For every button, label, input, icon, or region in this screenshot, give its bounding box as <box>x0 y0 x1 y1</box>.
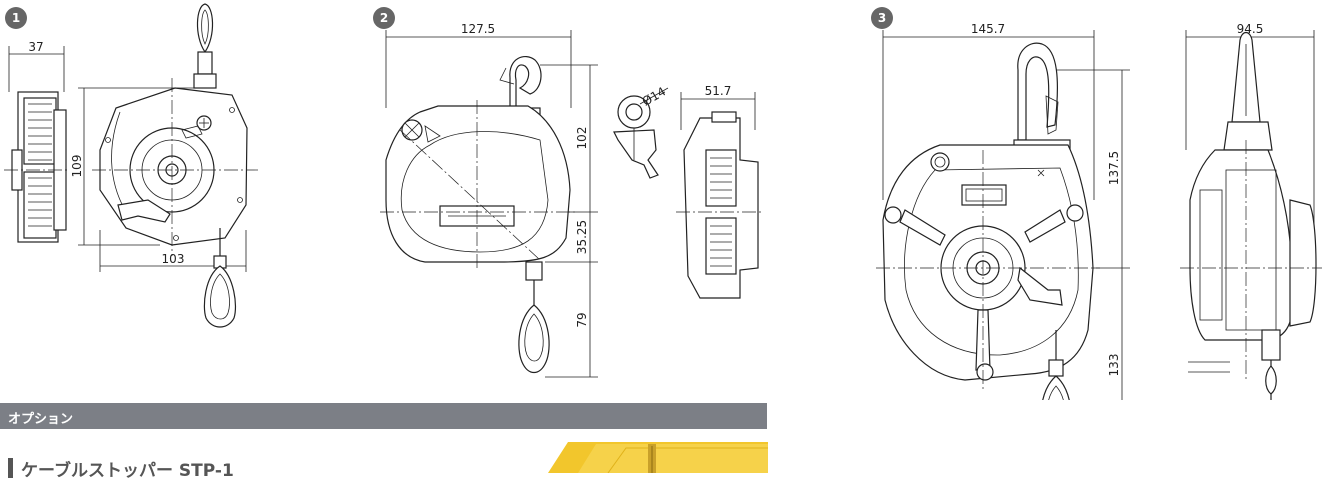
view-3-drawing: 3 145.7 137.5 133 <box>871 7 1322 400</box>
view-2-hook-detail: Ø14 <box>613 84 668 179</box>
view-3-depth-dim: 94.5 <box>1237 22 1264 36</box>
view-1-badge <box>5 7 27 29</box>
view-2-upper-height-dim: 102 <box>575 127 589 150</box>
heading-marker <box>8 458 13 478</box>
view-2-center-height-dim: 35.25 <box>575 220 589 254</box>
option-section-bar: オプション <box>0 403 767 429</box>
option-section-label: オプション <box>8 412 74 427</box>
cable-stopper-photo <box>548 442 768 473</box>
view-1-side-profile <box>4 91 70 243</box>
view-3-width-dim: 145.7 <box>971 22 1005 36</box>
view-2-lower-height-dim: 79 <box>575 312 589 327</box>
cable-stopper-title: ケーブルストッパー STP-1 <box>21 460 234 481</box>
view-1-drawing: 1 37 109 103 <box>4 3 258 328</box>
view-1-front-view <box>92 3 258 328</box>
view-1-number: 1 <box>12 11 20 25</box>
view-2-width-dim: 127.5 <box>461 22 495 36</box>
view-3-number: 3 <box>878 11 886 25</box>
view-2-number: 2 <box>380 11 388 25</box>
view-3-front-view <box>876 42 1100 400</box>
view-1-width-dim: 37 <box>28 40 43 54</box>
view-3-upper-height-dim: 137.5 <box>1107 151 1121 185</box>
view-2-side-profile <box>676 111 764 299</box>
view-2-hole-diameter-dim: Ø14 <box>640 84 668 108</box>
cable-stopper-heading: ケーブルストッパー STP-1 <box>8 458 234 481</box>
view-3-badge <box>871 7 893 29</box>
view-2-front-view <box>380 56 575 374</box>
dimension-drawings: 1 37 109 103 <box>4 3 1322 400</box>
view-1-height-dim: 109 <box>70 155 84 178</box>
view-1-body-width-dim: 103 <box>162 252 185 266</box>
view-2-drawing: 2 127.5 102 35.25 79 <box>373 7 764 378</box>
view-2-depth-dim: 51.7 <box>705 84 732 98</box>
view-3-side-profile <box>1180 31 1322 400</box>
view-2-badge <box>373 7 395 29</box>
view-3-lower-height-dim: 133 <box>1107 354 1121 377</box>
